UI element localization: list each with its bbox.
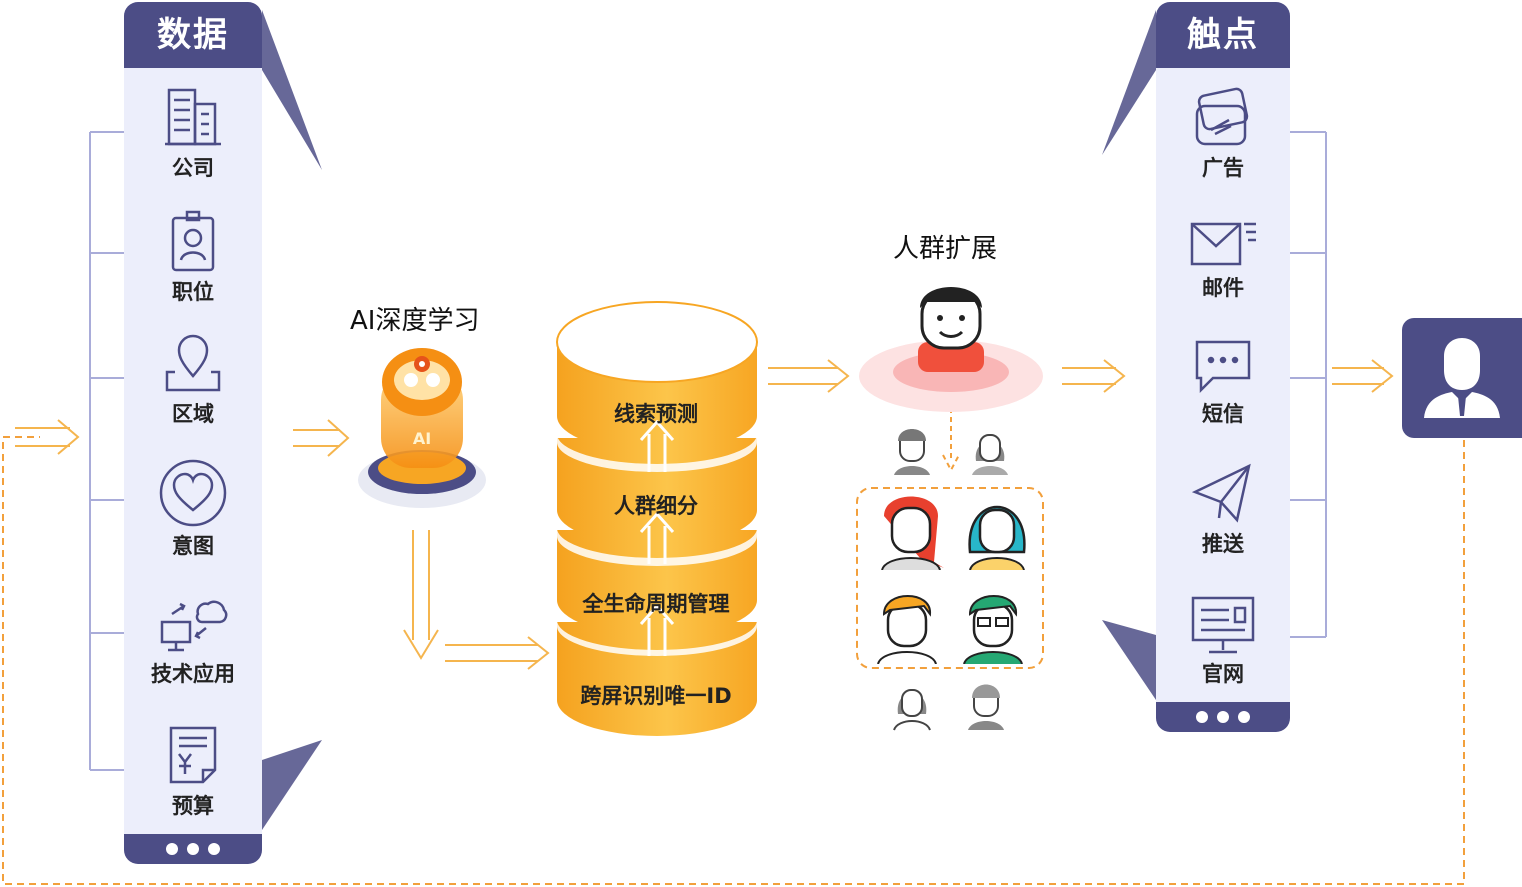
user-icon <box>1424 338 1500 418</box>
left-wedge-bottom <box>262 740 322 830</box>
crowd-title: 人群扩展 <box>893 234 998 264</box>
data-item-position[interactable]: 职位 <box>124 210 262 306</box>
ai-badge: AI <box>413 429 431 448</box>
paper-plane-icon <box>1191 463 1251 523</box>
monitor-icon <box>1191 596 1255 654</box>
building-icon <box>165 88 221 146</box>
touchpoint-item-label: 推送 <box>1202 532 1244 556</box>
data-stack <box>556 301 758 736</box>
stack-tier-cross-screen-id: 跨屏识别唯一ID <box>580 684 732 708</box>
touchpoint-item-label: 短信 <box>1202 402 1244 426</box>
data-item-label: 区域 <box>172 402 214 426</box>
data-item-company[interactable]: 公司 <box>124 86 262 182</box>
person-icon <box>968 684 1004 730</box>
person-icon <box>877 595 937 664</box>
touchpoint-item-ad[interactable]: 广告 <box>1154 86 1292 182</box>
crowd-box <box>856 487 1044 669</box>
crowd-arrow <box>942 372 960 473</box>
person-icon <box>893 689 931 731</box>
person-icon <box>894 429 930 475</box>
mail-icon <box>1190 222 1256 266</box>
person-icon <box>881 496 944 570</box>
right-bracket <box>1290 131 1327 638</box>
data-item-label: 技术应用 <box>151 662 235 686</box>
stack-tier-lifecycle: 全生命周期管理 <box>582 592 730 616</box>
ai-title: AI深度学习 <box>350 306 480 336</box>
id-badge-icon <box>171 210 215 272</box>
person-icon <box>968 505 1026 570</box>
right-wedge-bottom <box>1102 620 1156 700</box>
touchpoint-item-label: 广告 <box>1202 156 1244 180</box>
data-item-region[interactable]: 区域 <box>124 332 262 428</box>
cloud-computer-icon <box>160 600 228 652</box>
touchpoint-item-push[interactable]: 推送 <box>1154 462 1292 558</box>
data-item-intent[interactable]: 意图 <box>124 458 262 560</box>
ai-robot-icon: AI <box>358 348 486 508</box>
arrows <box>15 359 1394 670</box>
end-user <box>1402 318 1522 438</box>
heart-icon <box>159 459 227 527</box>
stack-tier-lead-prediction: 线索预测 <box>614 402 698 426</box>
seed-person-icon <box>859 287 1043 412</box>
data-panel: 数据 <box>124 2 262 864</box>
data-item-label: 职位 <box>172 280 214 304</box>
left-wedge-top <box>262 10 322 170</box>
data-item-budget[interactable]: 预算 <box>124 724 262 820</box>
data-item-tech[interactable]: 技术应用 <box>124 592 262 688</box>
data-item-label: 意图 <box>172 534 214 558</box>
touchpoint-item-website[interactable]: 官网 <box>1154 594 1292 688</box>
chat-icon <box>1195 340 1251 394</box>
person-icon <box>972 434 1008 475</box>
data-item-label: 公司 <box>172 156 214 180</box>
invoice-icon <box>169 726 217 784</box>
touchpoint-panel-more[interactable] <box>1156 702 1290 732</box>
touchpoint-item-label: 官网 <box>1202 662 1244 686</box>
right-wedge-top <box>1102 10 1156 155</box>
cards-icon <box>1195 87 1249 146</box>
touchpoint-item-sms[interactable]: 短信 <box>1154 336 1292 428</box>
data-panel-title: 数据 <box>124 2 262 68</box>
data-panel-more[interactable] <box>124 834 262 864</box>
location-pin-icon <box>165 334 221 392</box>
feedback-loop <box>2 436 1465 885</box>
left-bracket <box>89 131 124 771</box>
data-item-label: 预算 <box>172 794 214 818</box>
touchpoint-item-email[interactable]: 邮件 <box>1154 216 1292 302</box>
stack-tier-segmentation: 人群细分 <box>614 494 698 518</box>
person-icon <box>963 595 1023 664</box>
touchpoint-panel-title: 触点 <box>1156 2 1290 68</box>
touchpoint-item-label: 邮件 <box>1202 276 1244 300</box>
